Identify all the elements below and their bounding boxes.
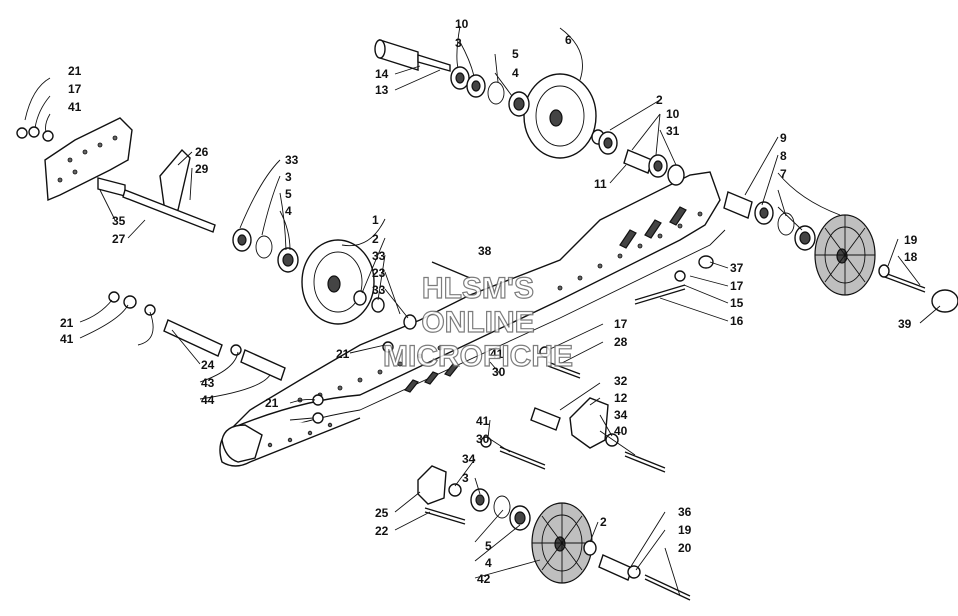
callout-label: 19 bbox=[678, 523, 692, 537]
callout-label: 35 bbox=[112, 214, 126, 228]
callout-label: 2 bbox=[656, 93, 663, 107]
callout-label: 3 bbox=[285, 170, 292, 184]
callout-label: 28 bbox=[614, 335, 628, 349]
callout-label: 19 bbox=[904, 233, 918, 247]
bolts bbox=[424, 271, 926, 601]
callout-label: 12 bbox=[614, 391, 628, 405]
callout-label: 4 bbox=[285, 204, 292, 218]
leader-lines bbox=[24, 25, 941, 597]
callout-label: 34 bbox=[462, 452, 476, 466]
callout-label: 29 bbox=[195, 162, 209, 176]
callout-label: 39 bbox=[898, 317, 912, 331]
callout-label: 31 bbox=[666, 124, 680, 138]
callout-label: 14 bbox=[375, 67, 389, 81]
mounts bbox=[417, 397, 609, 505]
callout-label: 1 bbox=[372, 213, 379, 227]
callout-label: 10 bbox=[666, 107, 680, 121]
callout-label: 2 bbox=[372, 232, 379, 246]
callout-label: 42 bbox=[477, 572, 491, 586]
watermark-line: MICROFICHE bbox=[383, 340, 573, 373]
callout-label: 16 bbox=[730, 314, 744, 328]
callout-label: 2 bbox=[600, 515, 607, 529]
callout-label: 17 bbox=[68, 82, 82, 96]
watermark-line: HLSM'S bbox=[422, 272, 534, 305]
watermark-line: ONLINE bbox=[421, 306, 534, 339]
callout-label: 38 bbox=[478, 244, 492, 258]
callout-label: 41 bbox=[490, 347, 504, 361]
callout-label: 33 bbox=[372, 283, 386, 297]
callout-label: 4 bbox=[512, 66, 519, 80]
callout-label: 30 bbox=[476, 432, 490, 446]
callout-label: 43 bbox=[201, 376, 215, 390]
callout-label: 7 bbox=[780, 167, 787, 181]
watermark: HLSM'S ONLINE MICROFICHE bbox=[382, 271, 573, 373]
callout-label: 34 bbox=[614, 408, 628, 422]
callout-label: 27 bbox=[112, 232, 126, 246]
callout-label: 41 bbox=[60, 332, 74, 346]
callout-label: 33 bbox=[372, 249, 386, 263]
callout-label: 21 bbox=[60, 316, 74, 330]
slide-rail bbox=[219, 171, 726, 467]
left-bracket bbox=[44, 117, 133, 202]
callout-label: 25 bbox=[375, 506, 389, 520]
callout-label: 21 bbox=[336, 347, 350, 361]
callout-label: 20 bbox=[678, 541, 692, 555]
callout-label: 32 bbox=[614, 374, 628, 388]
callout-label: 13 bbox=[375, 83, 389, 97]
callout-label: 11 bbox=[594, 177, 607, 191]
callout-label: 5 bbox=[485, 539, 492, 553]
callout-label: 3 bbox=[455, 36, 462, 50]
callout-label: 44 bbox=[201, 393, 215, 407]
callout-label: 10 bbox=[455, 17, 469, 31]
callout-label: 21 bbox=[68, 64, 82, 78]
callout-label: 36 bbox=[678, 505, 692, 519]
callout-label: 41 bbox=[476, 414, 490, 428]
callout-label: 21 bbox=[265, 396, 279, 410]
callout-label: 17 bbox=[730, 279, 744, 293]
callout-label: 17 bbox=[614, 317, 628, 331]
callout-labels: 21 17 41 10 3 6 14 13 5 4 2 10 31 26 29 … bbox=[60, 17, 918, 586]
callout-label: 37 bbox=[730, 261, 744, 275]
callout-label: 41 bbox=[68, 100, 82, 114]
callout-label: 4 bbox=[485, 556, 492, 570]
callout-label: 30 bbox=[492, 365, 506, 379]
callout-label: 5 bbox=[512, 47, 519, 61]
callout-label: 6 bbox=[565, 33, 572, 47]
callout-label: 9 bbox=[780, 131, 787, 145]
callout-label: 40 bbox=[614, 424, 628, 438]
bearings-washers bbox=[16, 66, 958, 579]
callout-label: 26 bbox=[195, 145, 209, 159]
callout-label: 18 bbox=[904, 250, 918, 264]
callout-label: 15 bbox=[730, 296, 744, 310]
callout-label: 5 bbox=[285, 187, 292, 201]
callout-label: 24 bbox=[201, 358, 215, 372]
callout-label: 23 bbox=[372, 266, 386, 280]
callout-label: 33 bbox=[285, 153, 299, 167]
rail-slots bbox=[404, 206, 687, 393]
callout-label: 8 bbox=[780, 149, 787, 163]
callout-label: 3 bbox=[462, 471, 469, 485]
shafts bbox=[97, 39, 753, 581]
callout-label: 22 bbox=[375, 524, 389, 538]
